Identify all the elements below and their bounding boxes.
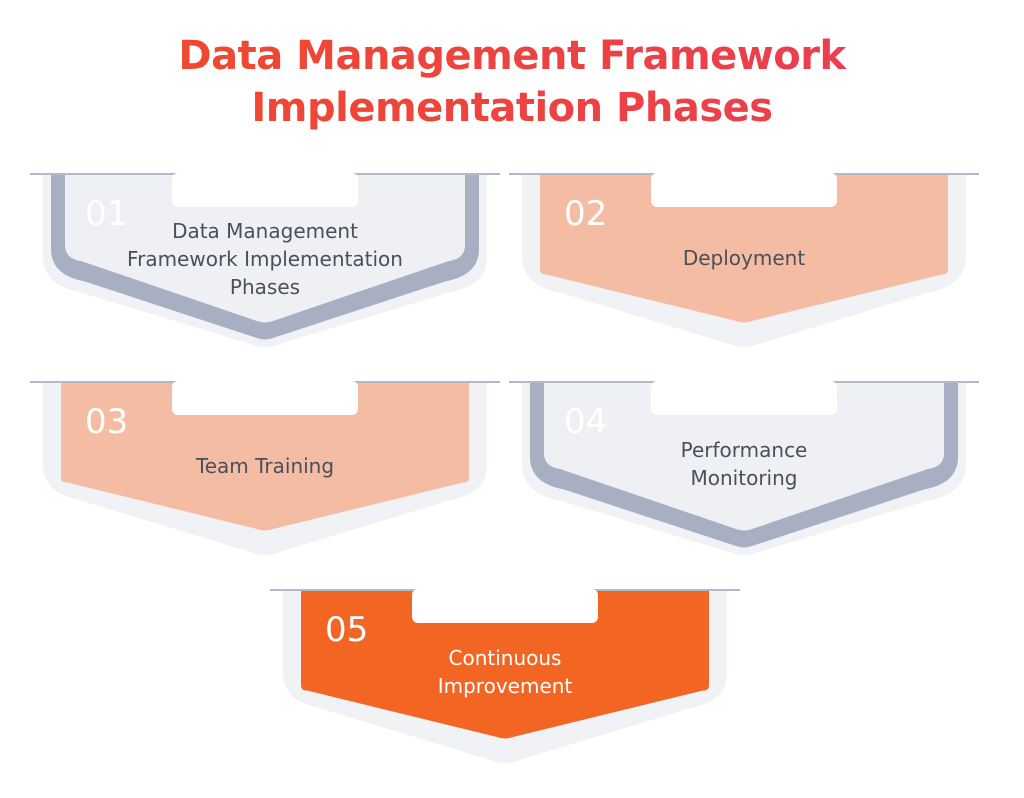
phase-number: 03 (85, 402, 128, 442)
phase-label-line: Deployment (683, 246, 805, 270)
phase-chevron (301, 591, 709, 739)
phase-number: 02 (564, 194, 607, 234)
phase-label-line: Monitoring (691, 466, 798, 490)
phase-label-line: Continuous (449, 646, 562, 670)
phase-chevron (65, 175, 465, 323)
phase-label-line: Team Training (195, 454, 334, 478)
phase-label-line: Data Management (172, 219, 358, 243)
phase-chevron (540, 175, 948, 323)
phase-label-line: Improvement (438, 674, 573, 698)
phase-number: 01 (85, 194, 128, 234)
phase-tab (651, 173, 837, 207)
phase-number: 05 (325, 610, 368, 650)
phase-label-line: Framework Implementation (127, 247, 403, 271)
phase-number: 04 (564, 402, 607, 442)
phase-tab (172, 173, 358, 207)
phase-tab (172, 381, 358, 415)
phase-chevron (544, 383, 944, 531)
phase-chevron (61, 383, 469, 531)
phase-tab (412, 589, 598, 623)
phase-label-line: Performance (681, 438, 808, 462)
phase-label-line: Phases (230, 275, 300, 299)
phase-tab (651, 381, 837, 415)
